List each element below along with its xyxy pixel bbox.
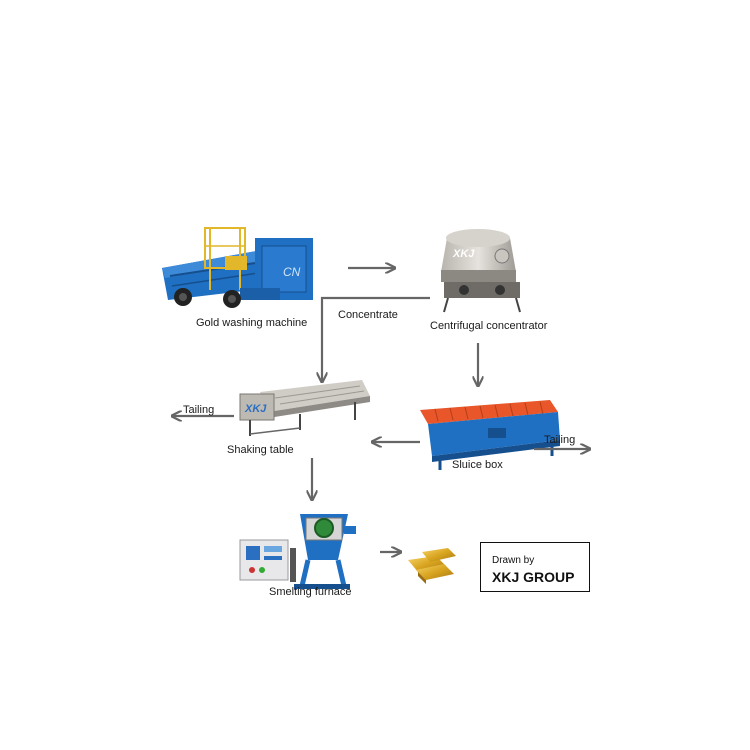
- company-name: XKJ GROUP: [492, 569, 575, 585]
- centrifugal-concentrator-label: Centrifugal concentrator: [430, 320, 548, 332]
- gold-bars-image: [408, 548, 456, 584]
- shaking-table-label: Shaking table: [227, 444, 294, 456]
- svg-text:CN: CN: [283, 265, 301, 279]
- svg-text:XKJ: XKJ: [452, 248, 475, 260]
- smelting-furnace-image: [239, 514, 356, 589]
- sluice-box-image: [420, 400, 560, 470]
- credit-box: Drawn by XKJ GROUP: [480, 542, 590, 592]
- drawn-by-label: Drawn by: [492, 555, 535, 566]
- tailing-left-label: Tailing: [183, 404, 215, 416]
- flow-arrows: [173, 268, 589, 552]
- centrifugal-concentrator-image: XKJ: [441, 229, 521, 313]
- svg-text:XKJ: XKJ: [244, 403, 267, 415]
- concentrate-flow-label: Concentrate: [338, 309, 398, 321]
- shaking-table-image: XKJ: [239, 380, 370, 436]
- sluice-box-label: Sluice box: [452, 459, 503, 471]
- gold-washing-machine-label: Gold washing machine: [196, 317, 308, 329]
- gold-washing-machine-image: CN: [162, 227, 313, 308]
- smelting-furnace-label: Smelting furnace: [269, 586, 352, 598]
- tailing-right-label: Tailing: [544, 434, 576, 446]
- arrow-concentrate-to-shaking-table: [322, 296, 430, 381]
